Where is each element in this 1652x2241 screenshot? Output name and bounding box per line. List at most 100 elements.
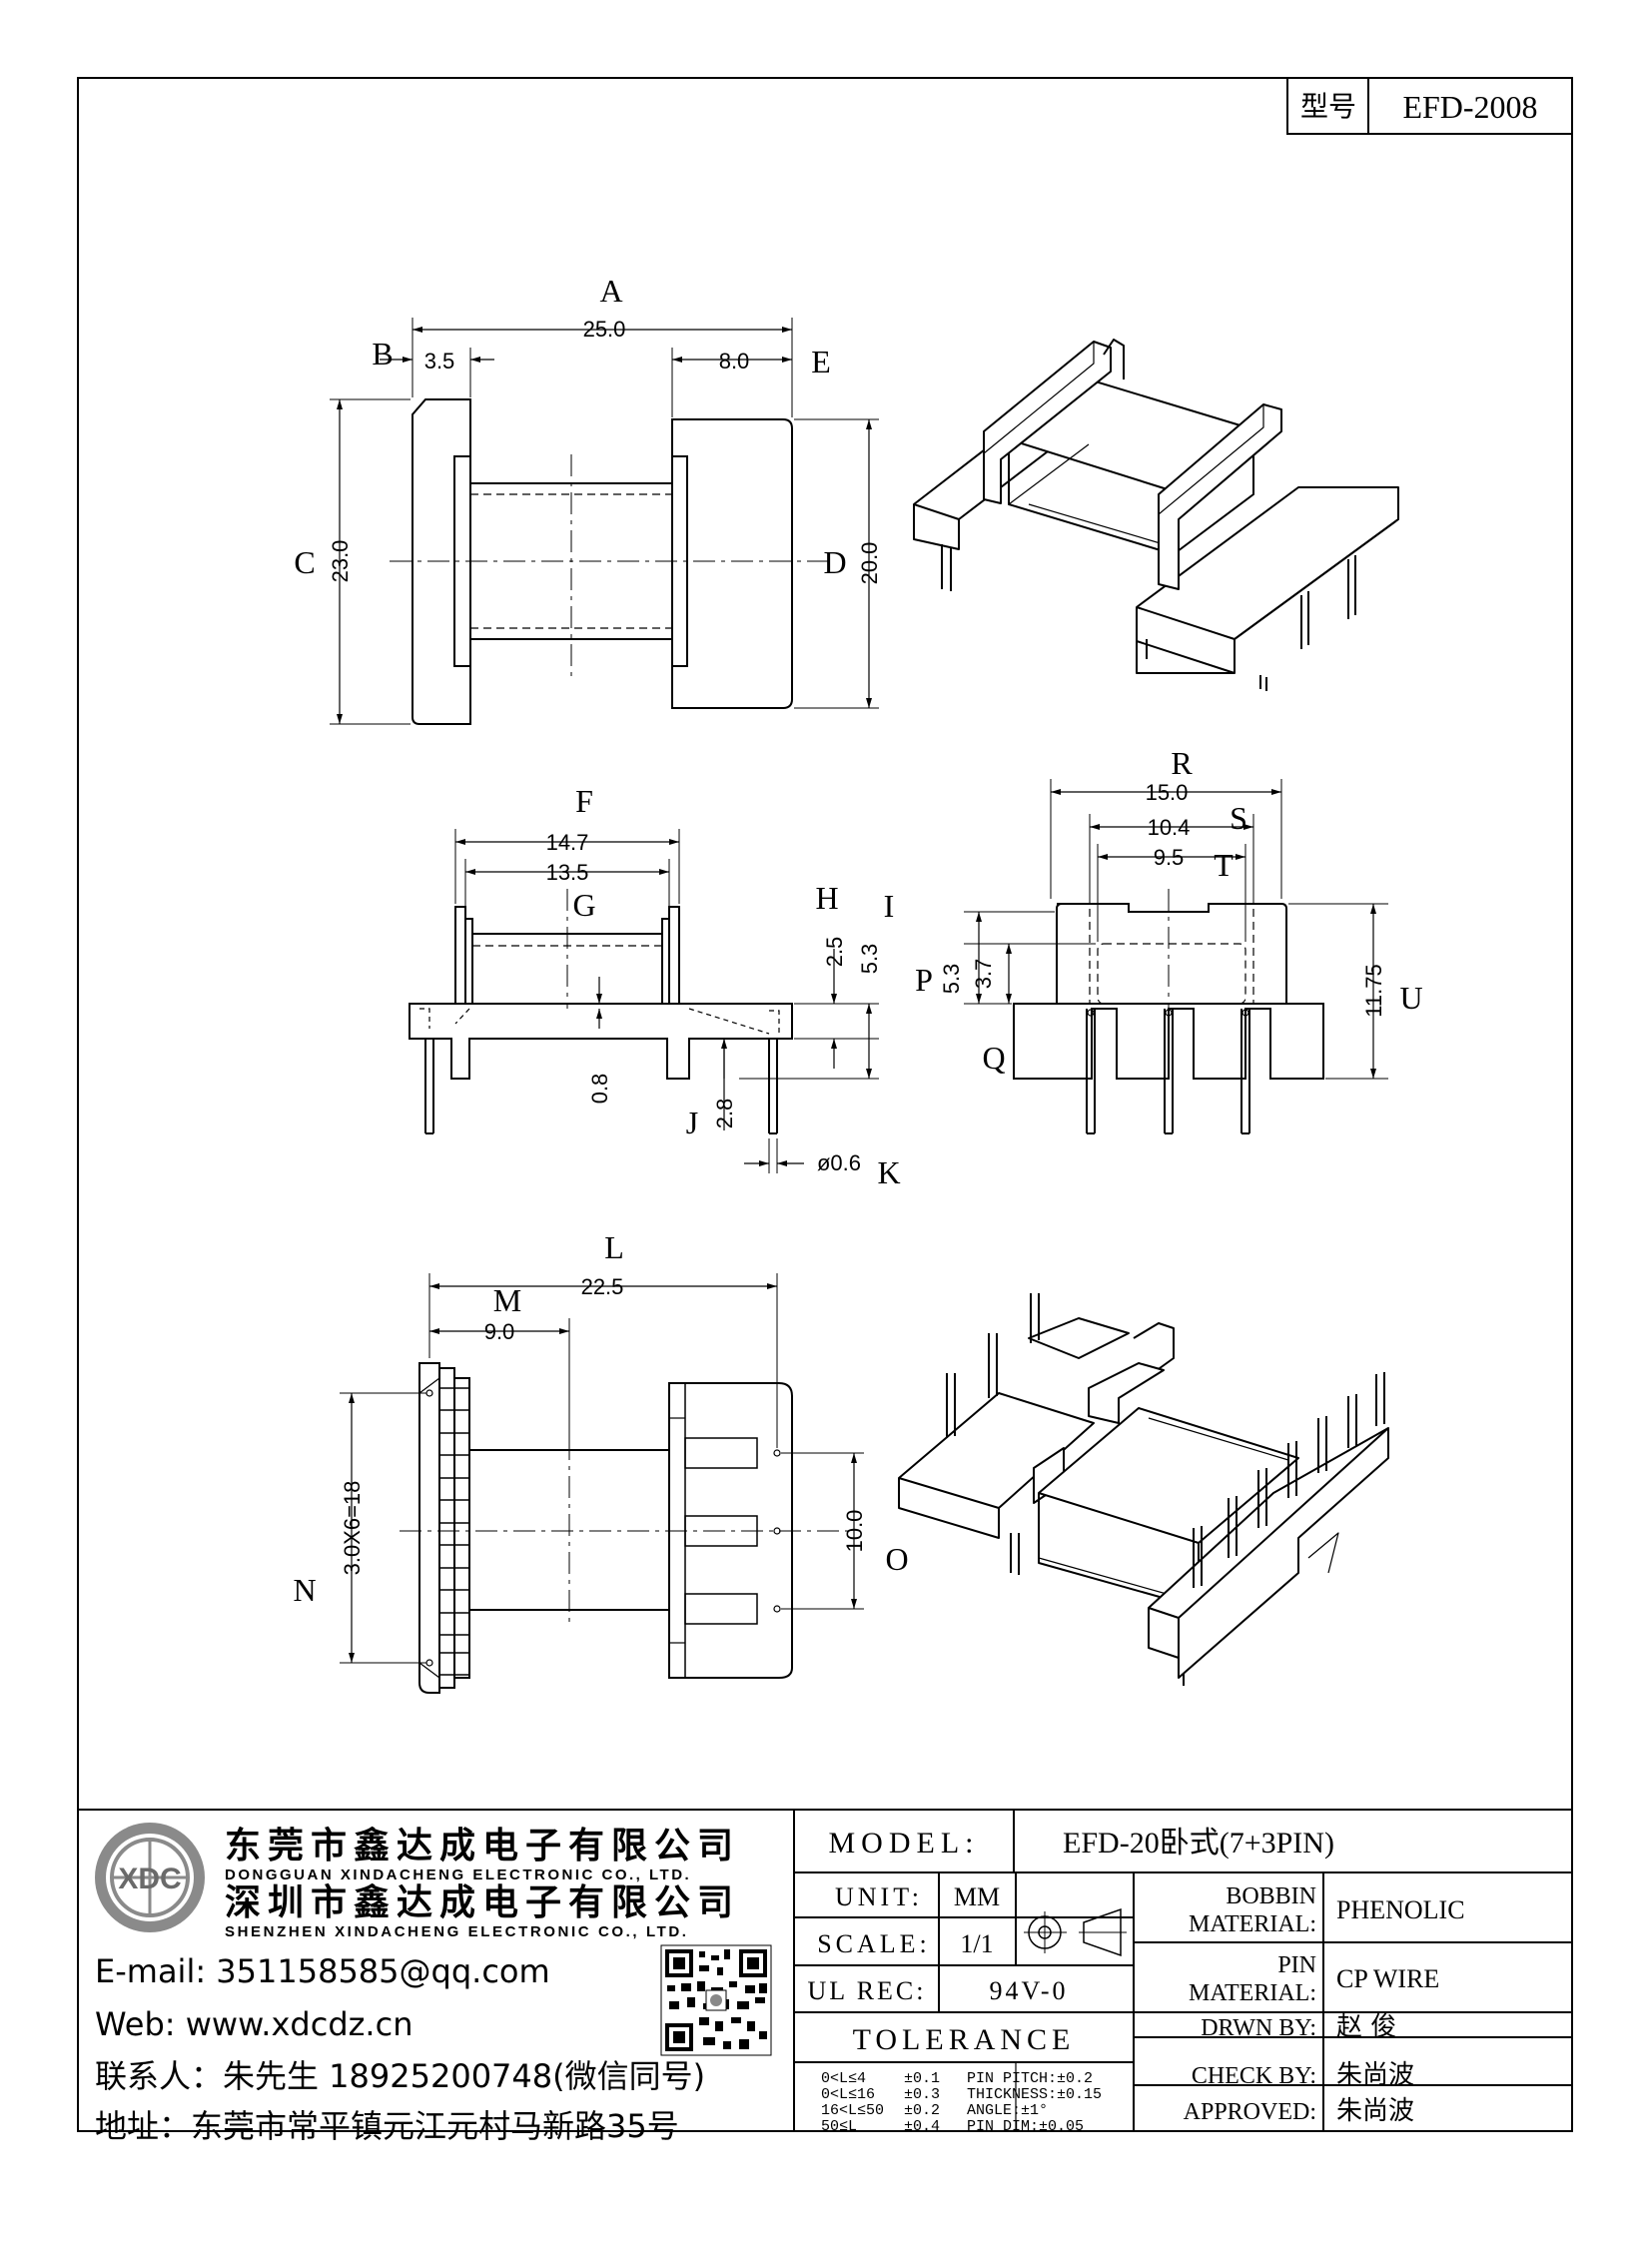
dim-N: 3.0X6=18 <box>340 1481 365 1576</box>
label-T: T <box>1214 847 1234 883</box>
tol-spec-3: PIN DIM:±0.05 <box>967 2118 1084 2135</box>
label-R: R <box>1171 745 1193 781</box>
tol-val-2: ±0.2 <box>904 2102 940 2119</box>
dim-G: 13.5 <box>546 860 589 885</box>
label-C: C <box>294 544 315 580</box>
pin-label-1: PIN <box>1277 1952 1316 1978</box>
company-web: Web: www.xdcdz.cn <box>95 2005 413 2043</box>
label-M: M <box>493 1282 521 1318</box>
label-U: U <box>1399 980 1422 1016</box>
unit-label: UNIT: <box>835 1882 923 1911</box>
label-P: P <box>915 962 933 998</box>
dim-I: 5.3 <box>857 944 882 975</box>
ul-label: UL REC: <box>808 1976 927 2005</box>
label-A: A <box>599 273 622 309</box>
tol-val-3: ±0.4 <box>904 2118 940 2135</box>
bottom-view-labels: L 22.5 M 9.0 N 3.0X6=18 O 10.0 <box>293 1229 908 1608</box>
label-E: E <box>811 344 831 379</box>
iso-view-top <box>913 339 1399 691</box>
dim-P: 5.3 <box>939 964 964 995</box>
pin-value: CP WIRE <box>1336 1964 1439 1993</box>
dim-R: 15.0 <box>1146 780 1189 805</box>
dim-M: 9.0 <box>484 1319 515 1344</box>
dim-Q: 3.7 <box>971 959 996 990</box>
label-J: J <box>686 1105 698 1140</box>
label-I: I <box>884 888 895 924</box>
iso-view-bottom <box>898 1293 1389 1686</box>
front-view <box>409 829 879 1173</box>
label-G: G <box>572 887 595 923</box>
label-L: L <box>604 1229 624 1265</box>
company-name-dg: 东莞市鑫达成电子有限公司 <box>225 1826 740 1867</box>
drawn-label: DRWN BY: <box>1201 2015 1316 2041</box>
company-contact: 联系人：朱先生 18925200748(微信同号) <box>95 2057 705 2095</box>
label-B: B <box>372 336 393 372</box>
company-email: E-mail: 351158585@qq.com <box>95 1952 550 1990</box>
dim-small: 0.8 <box>587 1074 612 1105</box>
dim-F: 14.7 <box>546 830 589 855</box>
side-view-labels: R 15.0 S 10.4 T 9.5 P 5.3 3.7 Q U 11.75 <box>915 745 1422 1076</box>
bottom-view <box>340 1273 864 1694</box>
tol-range-0: 0<L≤4 <box>821 2070 866 2087</box>
top-view-labels: A 25.0 B 3.5 E 8.0 C 23.0 D 20.0 <box>294 273 882 584</box>
bobbin-label-2: MATERIAL: <box>1189 1911 1316 1937</box>
check-value: 朱尚波 <box>1336 2060 1414 2090</box>
label-O: O <box>885 1541 908 1577</box>
approved-value: 朱尚波 <box>1336 2096 1414 2126</box>
header-model-box: 型号 EFD-2008 <box>1286 77 1573 135</box>
model-value: EFD-20卧式(7+3PIN) <box>1063 1827 1334 1860</box>
dim-E: 8.0 <box>719 349 750 374</box>
label-D: D <box>823 544 846 580</box>
model-label: MODEL: <box>829 1827 980 1860</box>
approved-label: APPROVED: <box>1184 2099 1316 2125</box>
dim-U: 11.75 <box>1361 964 1386 1017</box>
tol-range-1: 0<L≤16 <box>821 2086 875 2103</box>
logo-text: XDC <box>118 1863 181 1895</box>
dim-O: 10.0 <box>842 1510 867 1553</box>
dim-L: 22.5 <box>581 1274 624 1299</box>
sheet-border <box>77 77 1573 2132</box>
tol-spec-0: PIN PITCH:±0.2 <box>967 2070 1093 2087</box>
dim-D: 20.0 <box>857 542 882 585</box>
company-name-sz-en: SHENZHEN XINDACHENG ELECTRONIC CO., LTD. <box>225 1923 689 1940</box>
dim-J: 2.8 <box>712 1099 737 1129</box>
qr-code <box>660 1944 772 2056</box>
label-N: N <box>293 1572 316 1608</box>
scale-value: 1/1 <box>960 1929 993 1958</box>
tol-range-3: 50≤L <box>821 2118 857 2135</box>
label-H: H <box>815 880 838 916</box>
title-block <box>78 1809 1572 2131</box>
tol-val-1: ±0.3 <box>904 2086 940 2103</box>
company-logo: XDC <box>95 1823 205 1932</box>
pin-label-2: MATERIAL: <box>1189 1980 1316 2006</box>
tol-spec-1: THICKNESS:±0.15 <box>967 2086 1102 2103</box>
company-address: 地址：东莞市常平镇元江元村马新路35号 <box>95 2107 679 2145</box>
dim-K: ø0.6 <box>817 1150 861 1175</box>
label-S: S <box>1230 800 1247 836</box>
tol-spec-2: ANGLE:±1° <box>967 2102 1048 2119</box>
label-F: F <box>575 783 593 819</box>
dim-C: 23.0 <box>328 540 353 583</box>
dim-S: 10.4 <box>1148 815 1191 840</box>
ul-value: 94V-0 <box>989 1976 1068 2005</box>
drawn-value: 赵 俊 <box>1336 2012 1396 2042</box>
scale-label: SCALE: <box>817 1929 931 1958</box>
company-info: 东莞市鑫达成电子有限公司 DONGGUAN XINDACHENG ELECTRO… <box>95 1826 740 2145</box>
tol-val-0: ±0.1 <box>904 2070 940 2087</box>
tolerance-label: TOLERANCE <box>853 2023 1076 2056</box>
title-block-text: MODEL: EFD-20卧式(7+3PIN) UNIT: MM SCALE: … <box>808 1827 1465 2135</box>
top-view <box>330 318 879 725</box>
label-Q: Q <box>982 1040 1005 1076</box>
dim-B: 3.5 <box>424 349 455 374</box>
dim-A: 25.0 <box>583 317 626 342</box>
dim-H: 2.5 <box>822 937 847 968</box>
front-view-labels: F 14.7 G 13.5 H I 2.5 5.3 0.8 J 2.8 ø0.6… <box>546 783 901 1190</box>
unit-value: MM <box>954 1882 1000 1911</box>
header-model-label: 型号 <box>1300 90 1356 123</box>
side-view <box>964 779 1388 1134</box>
bobbin-value: PHENOLIC <box>1336 1895 1465 1924</box>
company-name-dg-en: DONGGUAN XINDACHENG ELECTRONIC CO., LTD. <box>225 1867 691 1883</box>
label-K: K <box>877 1154 900 1190</box>
company-name-sz: 深圳市鑫达成电子有限公司 <box>225 1882 740 1923</box>
